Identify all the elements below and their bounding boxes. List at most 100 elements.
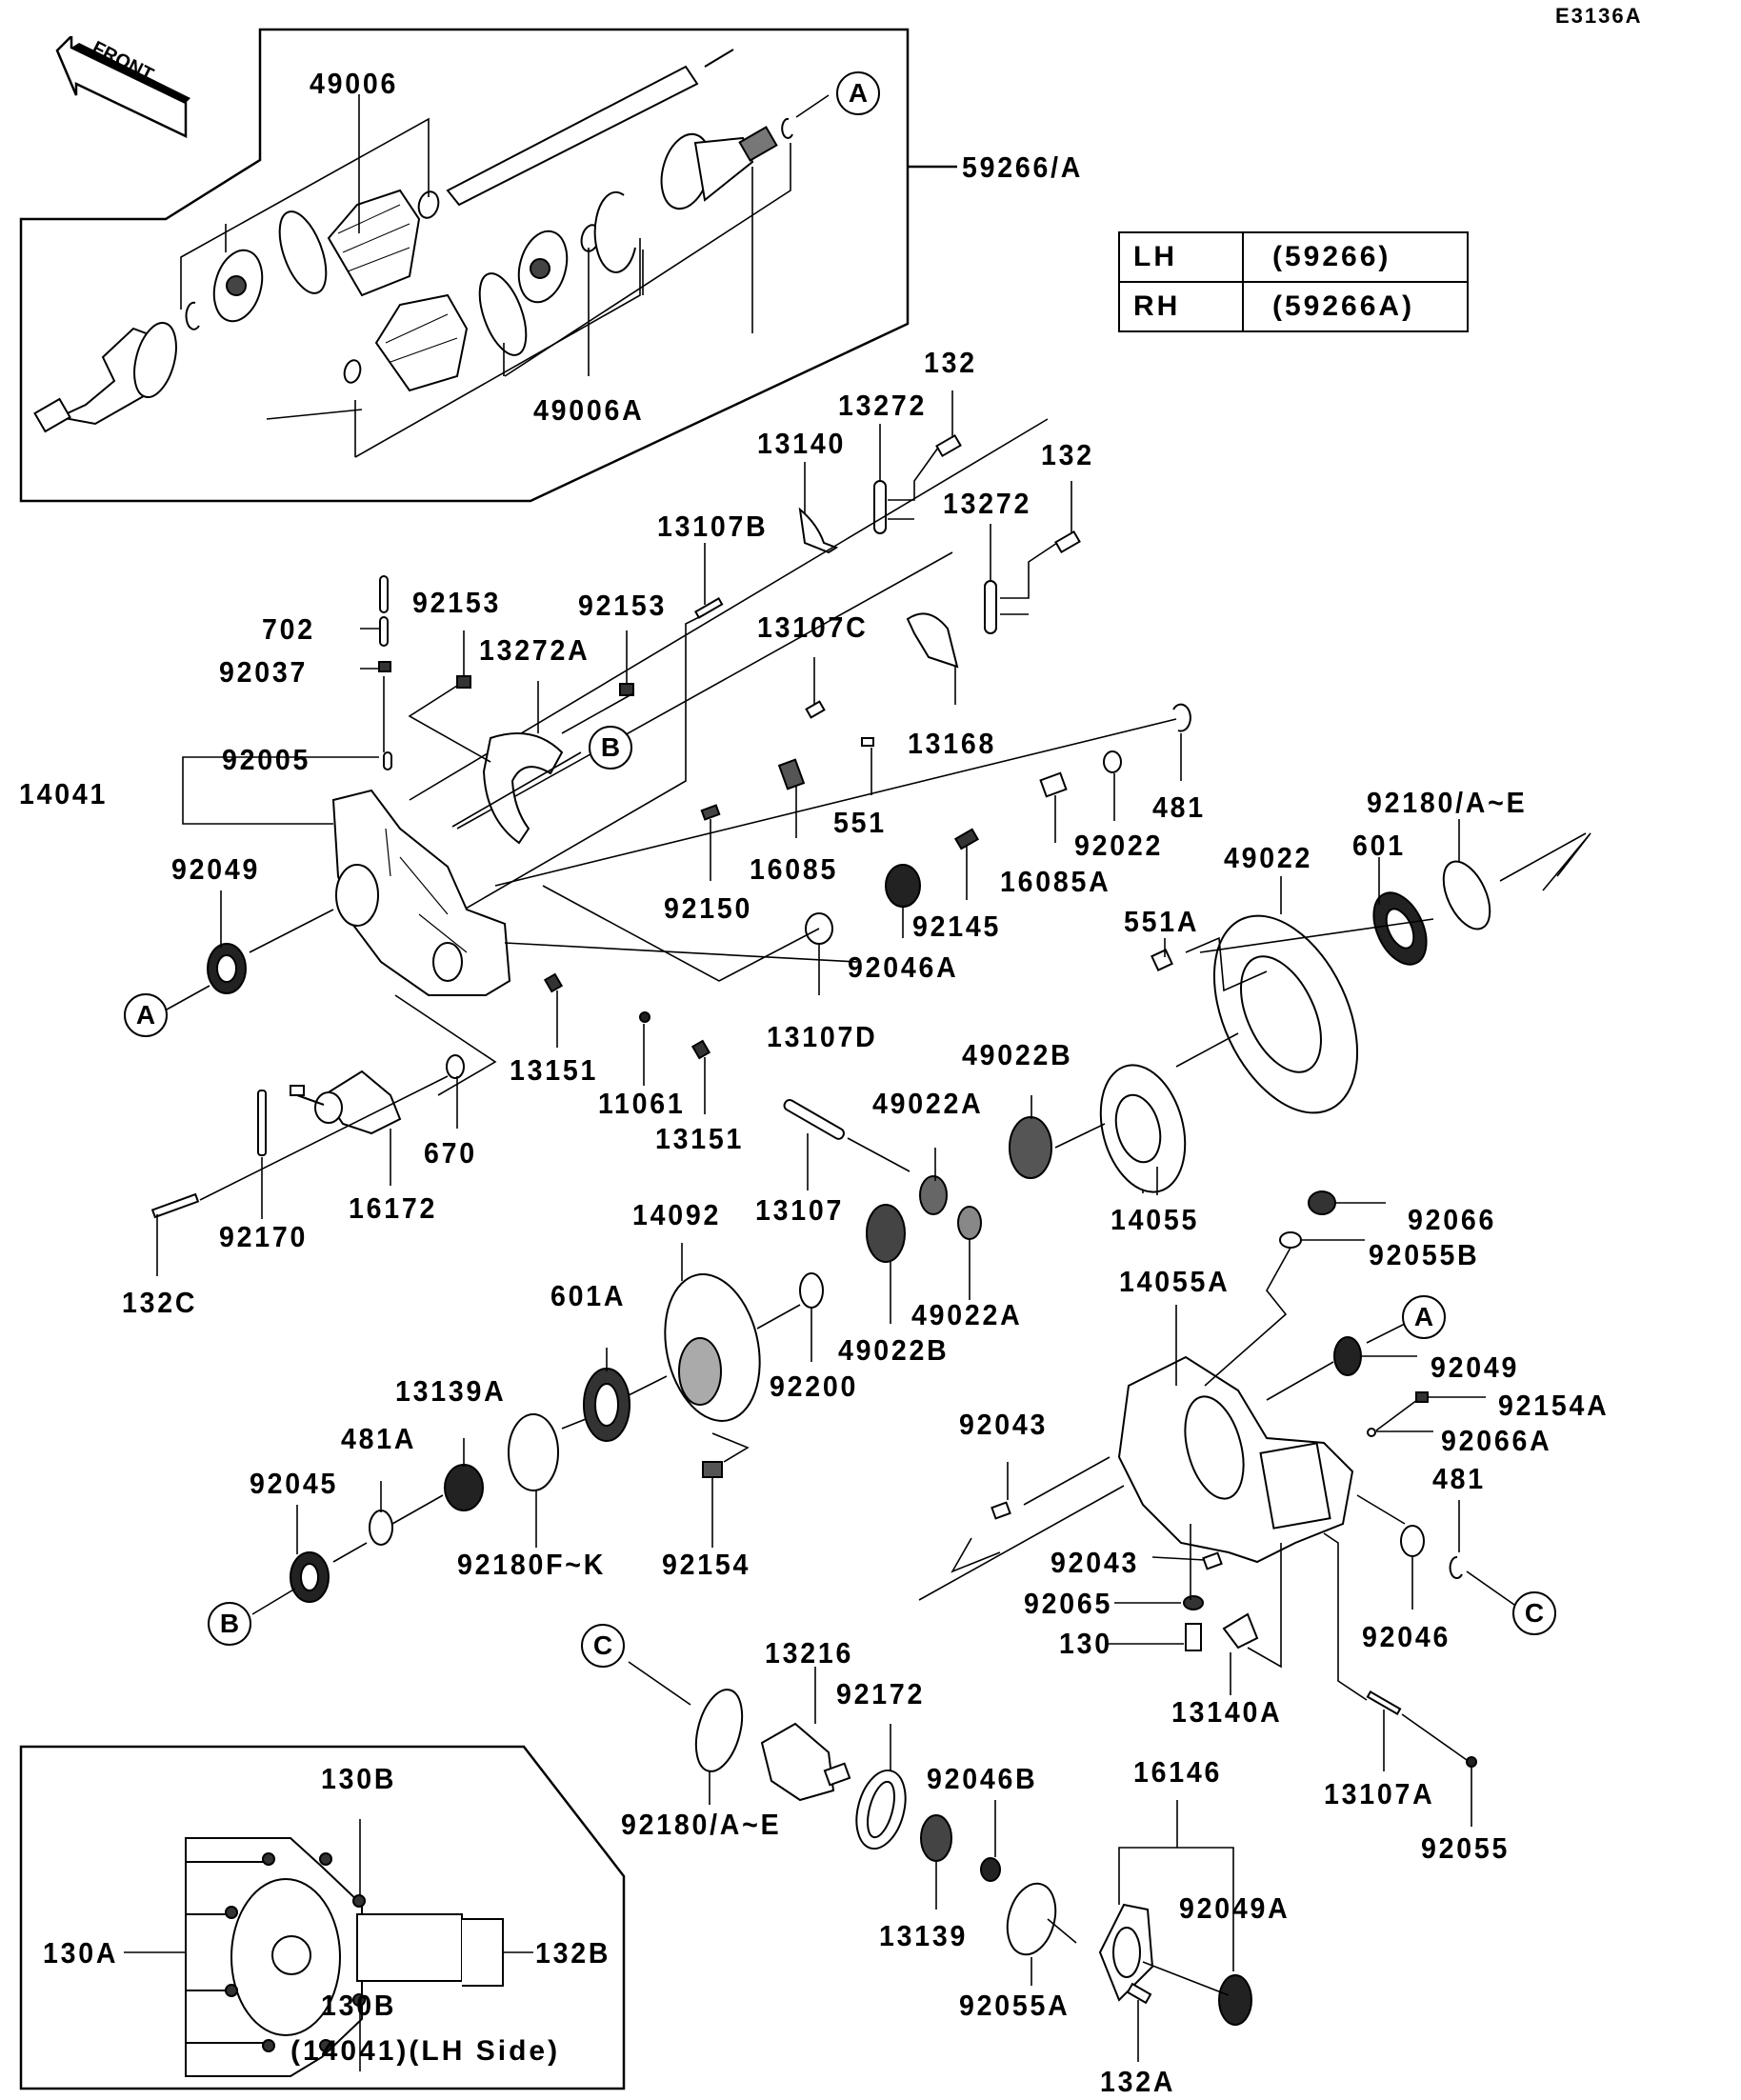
part-label[interactable]: 49022B	[838, 1333, 950, 1367]
part-label[interactable]: 92153	[578, 589, 668, 622]
lh-side-view	[185, 1837, 504, 2077]
side-cell: LH	[1118, 231, 1244, 283]
part-label[interactable]: 92049	[171, 852, 261, 886]
part-label[interactable]: 14055A	[1119, 1265, 1231, 1298]
part-label[interactable]: 92066	[1408, 1203, 1497, 1236]
ref-marker-b[interactable]: B	[208, 1602, 251, 1646]
part-label[interactable]: 92154A	[1498, 1389, 1610, 1422]
part-label[interactable]: 92180F~K	[457, 1548, 607, 1581]
part-label[interactable]: 16085A	[1000, 865, 1111, 898]
part-label[interactable]: 13107A	[1324, 1777, 1435, 1810]
ref-marker-a[interactable]: A	[124, 993, 168, 1037]
case-14041	[150, 575, 711, 1219]
part-label[interactable]: 59266/A	[962, 150, 1084, 184]
part-label[interactable]: 132C	[122, 1286, 198, 1319]
part-label[interactable]: 13107B	[657, 510, 769, 543]
part-label[interactable]: 481	[1152, 790, 1206, 824]
part-label[interactable]: 92153	[412, 586, 502, 619]
part-cell: (59266)	[1242, 231, 1469, 283]
front-direction-arrow: FRONT	[55, 36, 190, 138]
ref-marker-c[interactable]: C	[581, 1624, 625, 1668]
part-label[interactable]: 132	[924, 346, 977, 379]
part-label[interactable]: 92046B	[927, 1762, 1038, 1795]
part-label[interactable]: 13151	[655, 1122, 745, 1155]
part-label[interactable]: 49022A	[911, 1298, 1023, 1331]
part-label[interactable]: 16146	[1133, 1755, 1223, 1789]
part-label[interactable]: 13139	[879, 1919, 969, 1952]
part-label[interactable]: 92043	[1051, 1546, 1140, 1579]
part-label[interactable]: 130	[1059, 1627, 1112, 1660]
part-label[interactable]: 92055A	[959, 1989, 1071, 2022]
part-label[interactable]: 92049	[1431, 1350, 1520, 1384]
part-label[interactable]: 92170	[219, 1220, 309, 1253]
part-label[interactable]: 13168	[908, 727, 997, 760]
part-label[interactable]: 92045	[250, 1467, 339, 1500]
part-label[interactable]: 14055	[1111, 1203, 1200, 1236]
part-label[interactable]: 92066A	[1441, 1424, 1552, 1457]
part-label[interactable]: 16085	[750, 852, 839, 886]
part-label[interactable]: 92172	[836, 1677, 926, 1710]
part-label[interactable]: 601A	[550, 1279, 627, 1312]
part-label[interactable]: 670	[424, 1136, 477, 1170]
part-label[interactable]: 49022	[1224, 841, 1313, 874]
ref-marker-b[interactable]: B	[589, 726, 632, 770]
part-label[interactable]: 481A	[341, 1422, 417, 1455]
part-label[interactable]: 16172	[349, 1191, 438, 1225]
ref-marker-a[interactable]: A	[1402, 1295, 1446, 1339]
part-label[interactable]: 132	[1041, 438, 1094, 471]
part-label[interactable]: 92180/A~E	[1367, 786, 1528, 819]
part-label[interactable]: 49006A	[533, 393, 645, 427]
part-label[interactable]: 92049A	[1179, 1891, 1291, 1925]
part-label[interactable]: 92046A	[848, 950, 959, 984]
part-label[interactable]: 481	[1432, 1462, 1486, 1495]
part-label[interactable]: 92043	[959, 1408, 1049, 1441]
part-label[interactable]: 132B	[535, 1936, 611, 1970]
part-label[interactable]: 92145	[912, 910, 1002, 943]
part-label[interactable]: 14092	[632, 1198, 722, 1231]
part-label[interactable]: 132A	[1100, 2065, 1176, 2098]
part-label[interactable]: 130B	[321, 1989, 397, 2022]
part-label[interactable]: 92180/A~E	[621, 1808, 782, 1841]
ref-marker-c[interactable]: C	[1512, 1591, 1556, 1635]
part-label[interactable]: 92037	[219, 655, 309, 689]
part-label[interactable]: 702	[262, 612, 315, 646]
part-label[interactable]: 92150	[664, 891, 753, 925]
part-label[interactable]: 130B	[321, 1762, 397, 1795]
bottom-parts	[694, 1689, 1252, 2026]
part-label[interactable]: 92055B	[1369, 1238, 1480, 1271]
part-label[interactable]: 551	[833, 806, 887, 839]
part-label[interactable]: 92046	[1362, 1620, 1451, 1653]
part-label[interactable]: 92154	[662, 1548, 751, 1581]
part-label[interactable]: 13151	[510, 1053, 599, 1087]
table-row: LH (59266)	[1118, 231, 1469, 283]
part-label[interactable]: 14041	[19, 777, 109, 810]
driveshaft-group-frame	[19, 28, 910, 503]
part-label[interactable]: 13139A	[395, 1374, 507, 1408]
part-label[interactable]: 11061	[598, 1087, 686, 1120]
part-label[interactable]: 92200	[770, 1370, 859, 1403]
part-label[interactable]: 13107C	[757, 610, 869, 644]
part-label[interactable]: 13216	[765, 1636, 854, 1670]
part-cell: (59266A)	[1242, 281, 1469, 332]
part-label[interactable]: 13272A	[479, 633, 590, 667]
part-label[interactable]: 13107D	[767, 1020, 878, 1053]
part-label[interactable]: 92065	[1024, 1587, 1113, 1620]
part-label[interactable]: 49022B	[962, 1038, 1073, 1071]
part-label[interactable]: 13140A	[1171, 1695, 1283, 1729]
part-label[interactable]: 92055	[1421, 1831, 1511, 1865]
part-label[interactable]: 551A	[1124, 905, 1200, 938]
inset-caption: (14041)(LH Side)	[290, 2035, 561, 2067]
part-label[interactable]: 601	[1352, 829, 1406, 862]
part-label[interactable]: 49006	[310, 67, 399, 100]
part-label[interactable]: 13272	[838, 389, 928, 422]
part-label[interactable]: 49022A	[872, 1087, 984, 1120]
ref-marker-a[interactable]: A	[836, 71, 880, 115]
side-part-table: LH (59266) RH (59266A)	[1118, 231, 1469, 332]
part-label[interactable]: 92005	[222, 743, 311, 776]
part-label[interactable]: 13140	[757, 427, 847, 460]
part-label[interactable]: 92022	[1074, 829, 1164, 862]
part-label[interactable]: 13272	[943, 487, 1032, 520]
part-label[interactable]: 130A	[43, 1936, 119, 1970]
part-label[interactable]: 13107	[755, 1193, 845, 1227]
